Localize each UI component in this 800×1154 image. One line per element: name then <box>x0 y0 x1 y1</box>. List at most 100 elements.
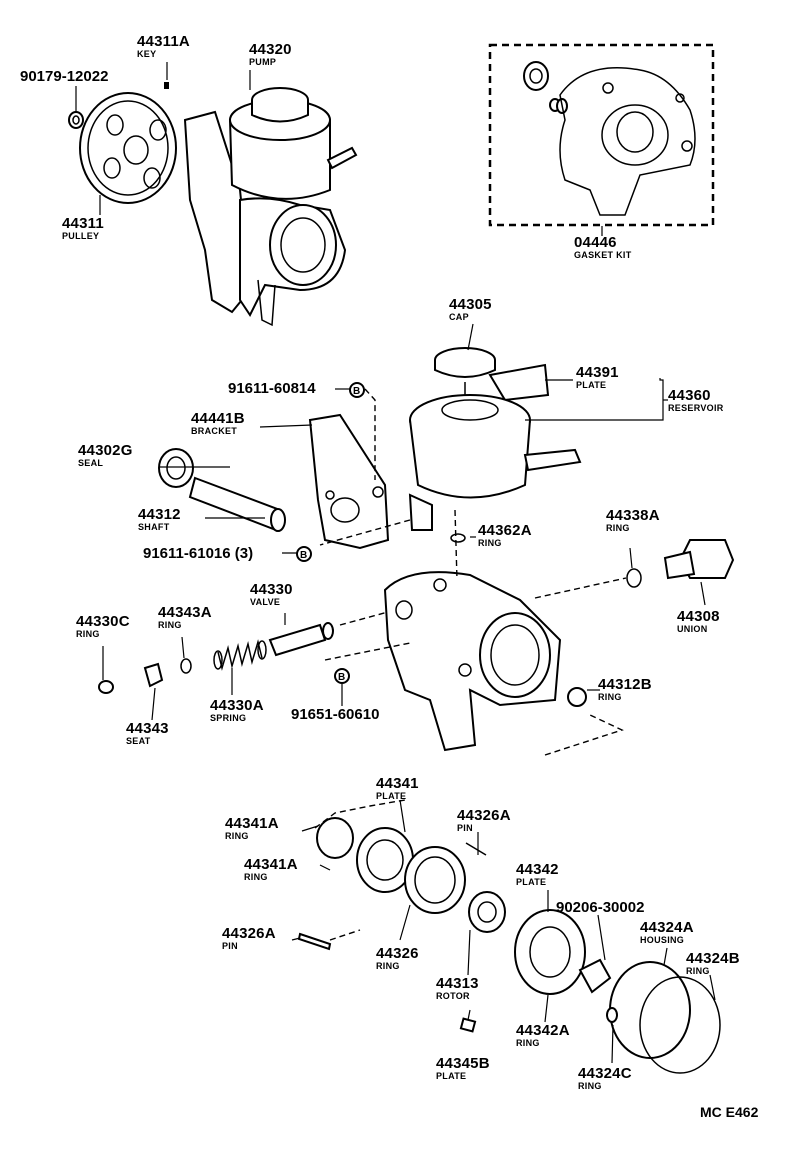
label-44341A: 44341A RING <box>225 816 279 841</box>
label-44441B: 44441B BRACKET <box>191 411 245 436</box>
label-44326: 44326 RING <box>376 946 419 971</box>
gasket-kit-drawing <box>488 43 715 227</box>
part-name: HOUSING <box>640 935 685 945</box>
part-name: BRACKET <box>191 426 238 436</box>
valve-drawing <box>268 622 334 657</box>
label-44330: 44330 VALVE <box>250 582 293 607</box>
label-90206-30002: 90206-30002 <box>556 899 645 916</box>
label-44324B: 44324B RING <box>686 951 740 976</box>
label-44345B: 44345B PLATE <box>436 1056 490 1081</box>
part-name: RING <box>516 1038 540 1048</box>
part-number: 44313 <box>436 975 479 992</box>
union-drawing <box>663 539 735 580</box>
part-name: RING <box>686 966 710 976</box>
label-44326A: 44326A PIN <box>222 926 276 951</box>
part-number: 44345B <box>436 1055 490 1072</box>
part-number: 44324A <box>640 919 694 936</box>
part-number: 44311A <box>137 33 190 50</box>
key-drawing <box>164 82 169 89</box>
label-44312: 44312 SHAFT <box>138 507 181 532</box>
internals-drawing <box>297 817 506 1033</box>
part-number: 44308 <box>677 608 720 625</box>
part-number: 44326A <box>222 925 276 942</box>
part-number: 44312B <box>598 676 652 693</box>
b-marker: B <box>296 546 312 562</box>
pump-drawing <box>183 87 358 327</box>
part-number: 44330C <box>76 613 130 630</box>
label-44330C: 44330C RING <box>76 614 130 639</box>
part-number: 44343 <box>126 720 169 737</box>
label-44320: 44320 PUMP <box>249 42 292 67</box>
svg-text:B: B <box>300 550 307 561</box>
label-44312B: 44312B RING <box>598 677 652 702</box>
part-name: PUMP <box>249 57 277 67</box>
part-name: RING <box>598 692 622 702</box>
label-44341A: 44341A RING <box>244 857 298 882</box>
part-number: 44441B <box>191 410 245 427</box>
part-number: 44311 <box>62 215 104 232</box>
label-44305: 44305 CAP <box>449 297 492 322</box>
b-marker: B <box>334 668 350 684</box>
part-name: RESERVOIR <box>668 403 724 413</box>
nut-drawing <box>68 111 84 129</box>
label-04446: 04446 GASKET KIT <box>574 235 632 260</box>
part-number: 44326A <box>457 807 511 824</box>
part-name: CAP <box>449 312 469 322</box>
pulley-drawing <box>79 92 177 204</box>
label-44342: 44342 PLATE <box>516 862 559 887</box>
part-number: 44342 <box>516 861 559 878</box>
part-name: RING <box>225 831 249 841</box>
label-44362A: 44362A RING <box>478 523 532 548</box>
part-number: 44342A <box>516 1022 570 1039</box>
label-91651-60610: 91651-60610 <box>291 706 380 723</box>
part-number: 44324C <box>578 1065 632 1082</box>
label-44302G: 44302G SEAL <box>78 443 133 468</box>
label-44313: 44313 ROTOR <box>436 976 479 1001</box>
label-91611-61016: 91611-61016 (3) <box>143 545 254 562</box>
part-name: PIN <box>222 941 238 951</box>
part-number: 44360 <box>668 387 711 404</box>
rear-plate-housing-drawing <box>514 909 721 1074</box>
spring-drawing <box>213 639 267 671</box>
part-name: RING <box>158 620 182 630</box>
bracket-drawing <box>308 413 390 550</box>
label-91611-60814: 91611-60814 <box>228 380 316 397</box>
label-44342A: 44342A RING <box>516 1023 570 1048</box>
plate-drawing <box>488 363 550 402</box>
label-44324C: 44324C RING <box>578 1066 632 1091</box>
part-name: GASKET KIT <box>574 250 632 260</box>
part-number: 44362A <box>478 522 532 539</box>
part-name: PIN <box>457 823 473 833</box>
dashed-assembly-lines <box>314 388 627 941</box>
part-name: ROTOR <box>436 991 470 1001</box>
part-name: UNION <box>677 624 708 634</box>
part-name: RING <box>606 523 630 533</box>
cap-drawing <box>434 347 496 398</box>
label-44308: 44308 UNION <box>677 609 720 634</box>
part-number: 44305 <box>449 296 492 313</box>
part-number: 44326 <box>376 945 419 962</box>
part-name: RING <box>376 961 400 971</box>
part-number: 44330 <box>250 581 293 598</box>
leader-lines <box>75 62 716 1064</box>
part-name: VALVE <box>250 597 281 607</box>
part-name: PLATE <box>436 1071 467 1081</box>
part-number: 44320 <box>249 41 292 58</box>
part-name: SHAFT <box>138 522 170 532</box>
part-name: PULLEY <box>62 231 100 241</box>
part-name: KEY <box>137 49 157 59</box>
oring-drawing <box>98 533 642 707</box>
seal-drawing <box>158 448 194 488</box>
label-44391: 44391 PLATE <box>576 365 619 390</box>
part-name: PLATE <box>376 791 407 801</box>
part-name: RING <box>578 1081 602 1091</box>
part-number: 44343A <box>158 604 212 621</box>
label-44343: 44343 SEAT <box>126 721 169 746</box>
part-number: 44324B <box>686 950 740 967</box>
part-number: 04446 <box>574 234 617 251</box>
part-name: RING <box>76 629 100 639</box>
label-44330A: 44330A SPRING <box>210 698 264 723</box>
part-name: SPRING <box>210 713 247 723</box>
reservoir-drawing <box>408 394 582 531</box>
